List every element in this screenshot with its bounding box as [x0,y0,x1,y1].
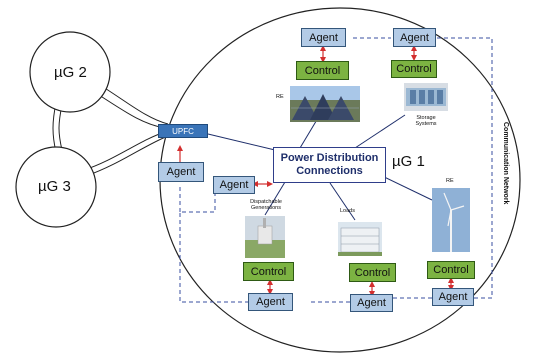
solar-panels-image [290,86,360,122]
control-storage: Control [391,60,437,78]
agent-dispatchable: Agent [248,293,293,311]
agent-wind: Agent [432,288,474,306]
control-loads: Control [349,263,396,282]
control-dispatchable: Control [243,262,294,281]
red-arrows [177,45,454,297]
communication-network [179,37,493,303]
upfc-box: UPFC [158,124,208,138]
hub-line-1: Power Distribution [280,152,379,164]
communication-network-label: Communication Network [502,122,509,205]
loads-label: Loads [340,208,355,214]
control-wind: Control [427,261,475,279]
agent-solar: Agent [301,28,346,47]
storage-systems-label: Storage Systems [410,115,442,127]
microgrid-3-circle [15,146,97,228]
loads-building-image [338,222,382,256]
agent-upfc: Agent [158,162,204,182]
microgrid-2-label: µG 2 [54,64,87,81]
storage-label-line1: Storage [416,115,436,121]
power-links [207,114,433,221]
dispatchable-label-line1: Dispatchable [250,199,282,205]
microgrid-1-label: µG 1 [392,153,425,170]
dispatchable-label-line2: Generations [251,205,281,211]
dispatchable-generation-image [245,216,285,258]
hub-line-2: Connections [296,165,363,177]
storage-systems-image [404,83,448,111]
re-wind-label: RE [446,178,454,184]
agent-loads: Agent [350,294,393,312]
re-solar-label: RE [276,94,284,100]
agent-grid: Agent [213,176,255,194]
agent-storage: Agent [393,28,436,47]
control-solar: Control [296,61,349,80]
dispatchable-generations-label: Dispatchable Generations [242,199,290,211]
storage-label-line2: Systems [415,121,437,127]
microgrid-2-circle [29,31,111,113]
microgrid-3-label: µG 3 [38,178,71,195]
wind-turbine-image [432,188,470,252]
power-distribution-hub: Power Distribution Connections [273,147,386,183]
